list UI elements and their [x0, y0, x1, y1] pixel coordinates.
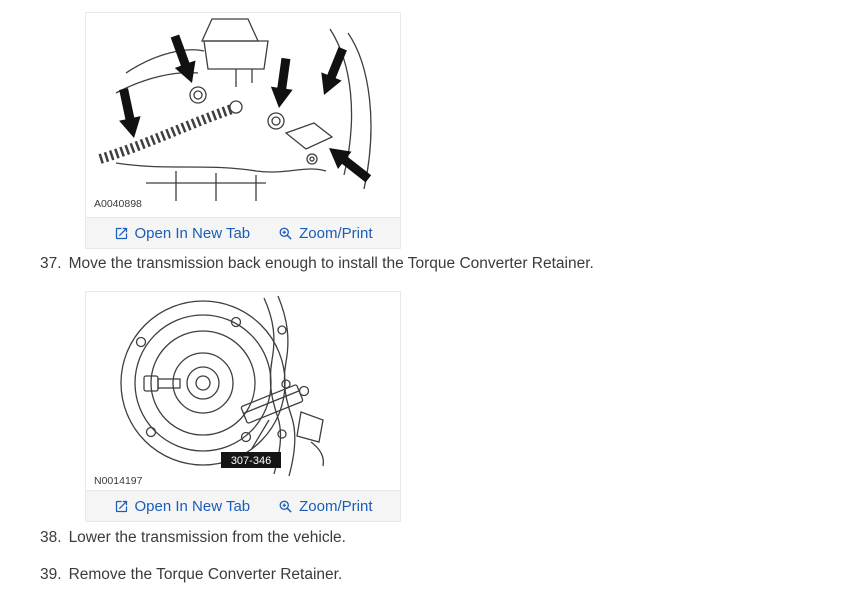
ribbed-hose [98, 104, 234, 164]
open-in-new-tab-icon [115, 500, 127, 512]
step-number: 39. [40, 566, 62, 583]
engine-line-art [115, 18, 372, 201]
badge-leader-line [250, 419, 270, 451]
figure-block-2: 307-346 N0014197 Open In New Tab Zoom/Pr… [85, 291, 401, 522]
figure-toolbar: Open In New Tab Zoom/Print [85, 217, 401, 249]
open-in-new-tab-icon [115, 227, 127, 239]
open-in-new-tab-link[interactable]: Open In New Tab [114, 224, 251, 242]
diagram-transmission-bolts: A0040898 [85, 12, 401, 217]
diagram-torque-converter: 307-346 N0014197 [85, 291, 401, 490]
zoom-print-link[interactable]: Zoom/Print [278, 224, 373, 242]
step-text: Move the transmission back enough to ins… [68, 255, 594, 272]
pointer-arrows [112, 32, 376, 188]
zoom-print-label: Zoom/Print [299, 224, 373, 242]
figure-block-1: A0040898 Open In New Tab Zoom/Print [85, 12, 401, 249]
zoom-print-label: Zoom/Print [299, 497, 373, 515]
torque-converter-line-art [120, 295, 325, 477]
step-item-38: 38. Lower the transmission from the vehi… [40, 528, 830, 547]
bolt-heads [189, 86, 318, 165]
step-number: 38. [40, 529, 62, 546]
figure-label: A0040898 [94, 198, 142, 210]
figure-toolbar: Open In New Tab Zoom/Print [85, 490, 401, 522]
step-number: 37. [40, 255, 62, 272]
step-text: Remove the Torque Converter Retainer. [68, 566, 343, 583]
step-item-39: 39. Remove the Torque Converter Retainer… [40, 565, 830, 584]
tool-number-text: 307-346 [231, 455, 271, 467]
zoom-print-link[interactable]: Zoom/Print [278, 497, 373, 515]
magnifier-plus-icon [279, 500, 292, 513]
open-in-new-tab-link[interactable]: Open In New Tab [114, 497, 251, 515]
magnifier-plus-icon [279, 227, 292, 240]
figure-label: N0014197 [94, 475, 143, 487]
step-item-37: 37. Move the transmission back enough to… [40, 254, 830, 273]
retainer-bolt [298, 385, 310, 397]
open-in-new-tab-label: Open In New Tab [134, 497, 251, 515]
step-text: Lower the transmission from the vehicle. [68, 529, 346, 546]
hose-fitting [229, 100, 243, 114]
diagram-torque-converter-svg: 307-346 N0014197 [94, 295, 325, 487]
tool-number-badge [221, 452, 281, 468]
open-in-new-tab-label: Open In New Tab [134, 224, 251, 242]
diagram-transmission-bolts-svg: A0040898 [94, 18, 376, 210]
